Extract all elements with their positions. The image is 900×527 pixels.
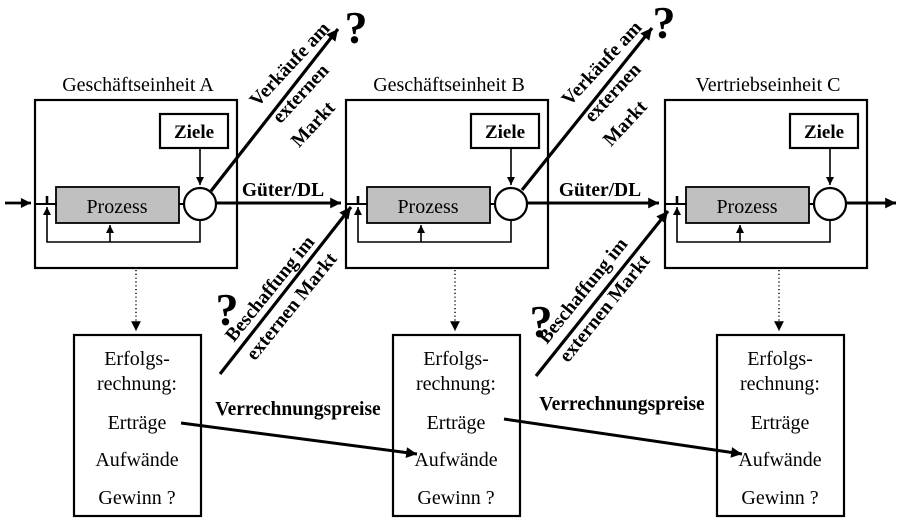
- profit-label: Gewinn ?: [741, 487, 818, 509]
- sales-arrow: [520, 26, 654, 192]
- unit-title: Geschäftseinheit B: [373, 74, 525, 96]
- goods-label: Güter/DL: [242, 180, 324, 201]
- process-label: Prozess: [86, 196, 147, 218]
- unit-title: Geschäftseinheit A: [62, 74, 214, 96]
- goals-label: Ziele: [485, 122, 525, 143]
- statement-box: [391, 333, 522, 518]
- goals-box: [158, 112, 230, 150]
- business-unit-b: Geschäftseinheit B Ziele Prozess: [344, 74, 550, 270]
- sales-arrow: [209, 28, 340, 192]
- profit-statement-b: Erfolgs- rechnung: Erträge Aufwände Gewi…: [391, 270, 522, 518]
- statement-title-line2: rechnung:: [97, 373, 177, 395]
- statement-box: [72, 333, 203, 518]
- profit-statement-c: Erfolgs- rechnung: Erträge Aufwände Gewi…: [715, 270, 846, 518]
- statement-title-line1: Erfolgs-: [747, 348, 813, 370]
- process-label: Prozess: [397, 196, 458, 218]
- procurement-flow-c: Beschaffung im externen Markt ?: [530, 210, 670, 377]
- goals-label: Ziele: [804, 122, 844, 143]
- procurement-arrow: [218, 206, 353, 375]
- revenue-label: Erträge: [751, 412, 810, 434]
- procurement-arrow: [534, 210, 670, 377]
- junction-node: [493, 186, 529, 222]
- transfer-price-flow-b-c: Verrechnungspreise: [503, 394, 743, 458]
- goals-box: [469, 112, 541, 150]
- question-mark: ?: [530, 296, 553, 347]
- process-box: [366, 186, 491, 224]
- transfer-price-label: Verrechnungspreise: [539, 394, 705, 415]
- profit-statement-a: Erfolgs- rechnung: Erträge Aufwände Gewi…: [72, 270, 203, 518]
- junction-node: [182, 186, 218, 222]
- feedback-loop-arrow: [43, 207, 201, 243]
- question-mark: ?: [345, 2, 368, 53]
- question-mark: ?: [653, 0, 676, 48]
- goals-box: [788, 112, 860, 150]
- statement-box: [715, 333, 846, 518]
- transfer-price-arrow: [503, 417, 743, 458]
- business-unit-a: Geschäftseinheit A Ziele Prozess: [33, 74, 239, 270]
- expenses-label: Aufwände: [95, 449, 178, 471]
- transfer-price-arrow: [180, 421, 418, 458]
- profit-label: Gewinn ?: [98, 487, 175, 509]
- statement-title-line2: rechnung:: [416, 373, 496, 395]
- goods-label: Güter/DL: [559, 180, 641, 201]
- revenue-label: Erträge: [427, 412, 486, 434]
- junction-node: [812, 186, 848, 222]
- statement-title-line1: Erfolgs-: [104, 348, 170, 370]
- expenses-label: Aufwände: [414, 449, 497, 471]
- revenue-label: Erträge: [108, 412, 167, 434]
- feedback-loop-arrow: [354, 207, 512, 243]
- expenses-label: Aufwände: [738, 449, 821, 471]
- process-box: [685, 186, 810, 224]
- question-mark: ?: [216, 284, 239, 335]
- goods-flow-b-c: Güter/DL: [527, 180, 659, 209]
- statement-title-line2: rechnung:: [740, 373, 820, 395]
- transfer-price-flow-a-b: Verrechnungspreise: [180, 399, 418, 458]
- process-label: Prozess: [716, 196, 777, 218]
- business-unit-c: Vertriebseinheit C Ziele Prozess: [663, 74, 869, 270]
- unit-title: Vertriebseinheit C: [696, 74, 841, 96]
- feedback-loop-arrow: [673, 207, 831, 243]
- statement-title-line1: Erfolgs-: [423, 348, 489, 370]
- goods-flow-a-b: Güter/DL: [216, 180, 341, 209]
- profit-label: Gewinn ?: [417, 487, 494, 509]
- goals-label: Ziele: [174, 122, 214, 143]
- transfer-price-label: Verrechnungspreise: [215, 399, 381, 420]
